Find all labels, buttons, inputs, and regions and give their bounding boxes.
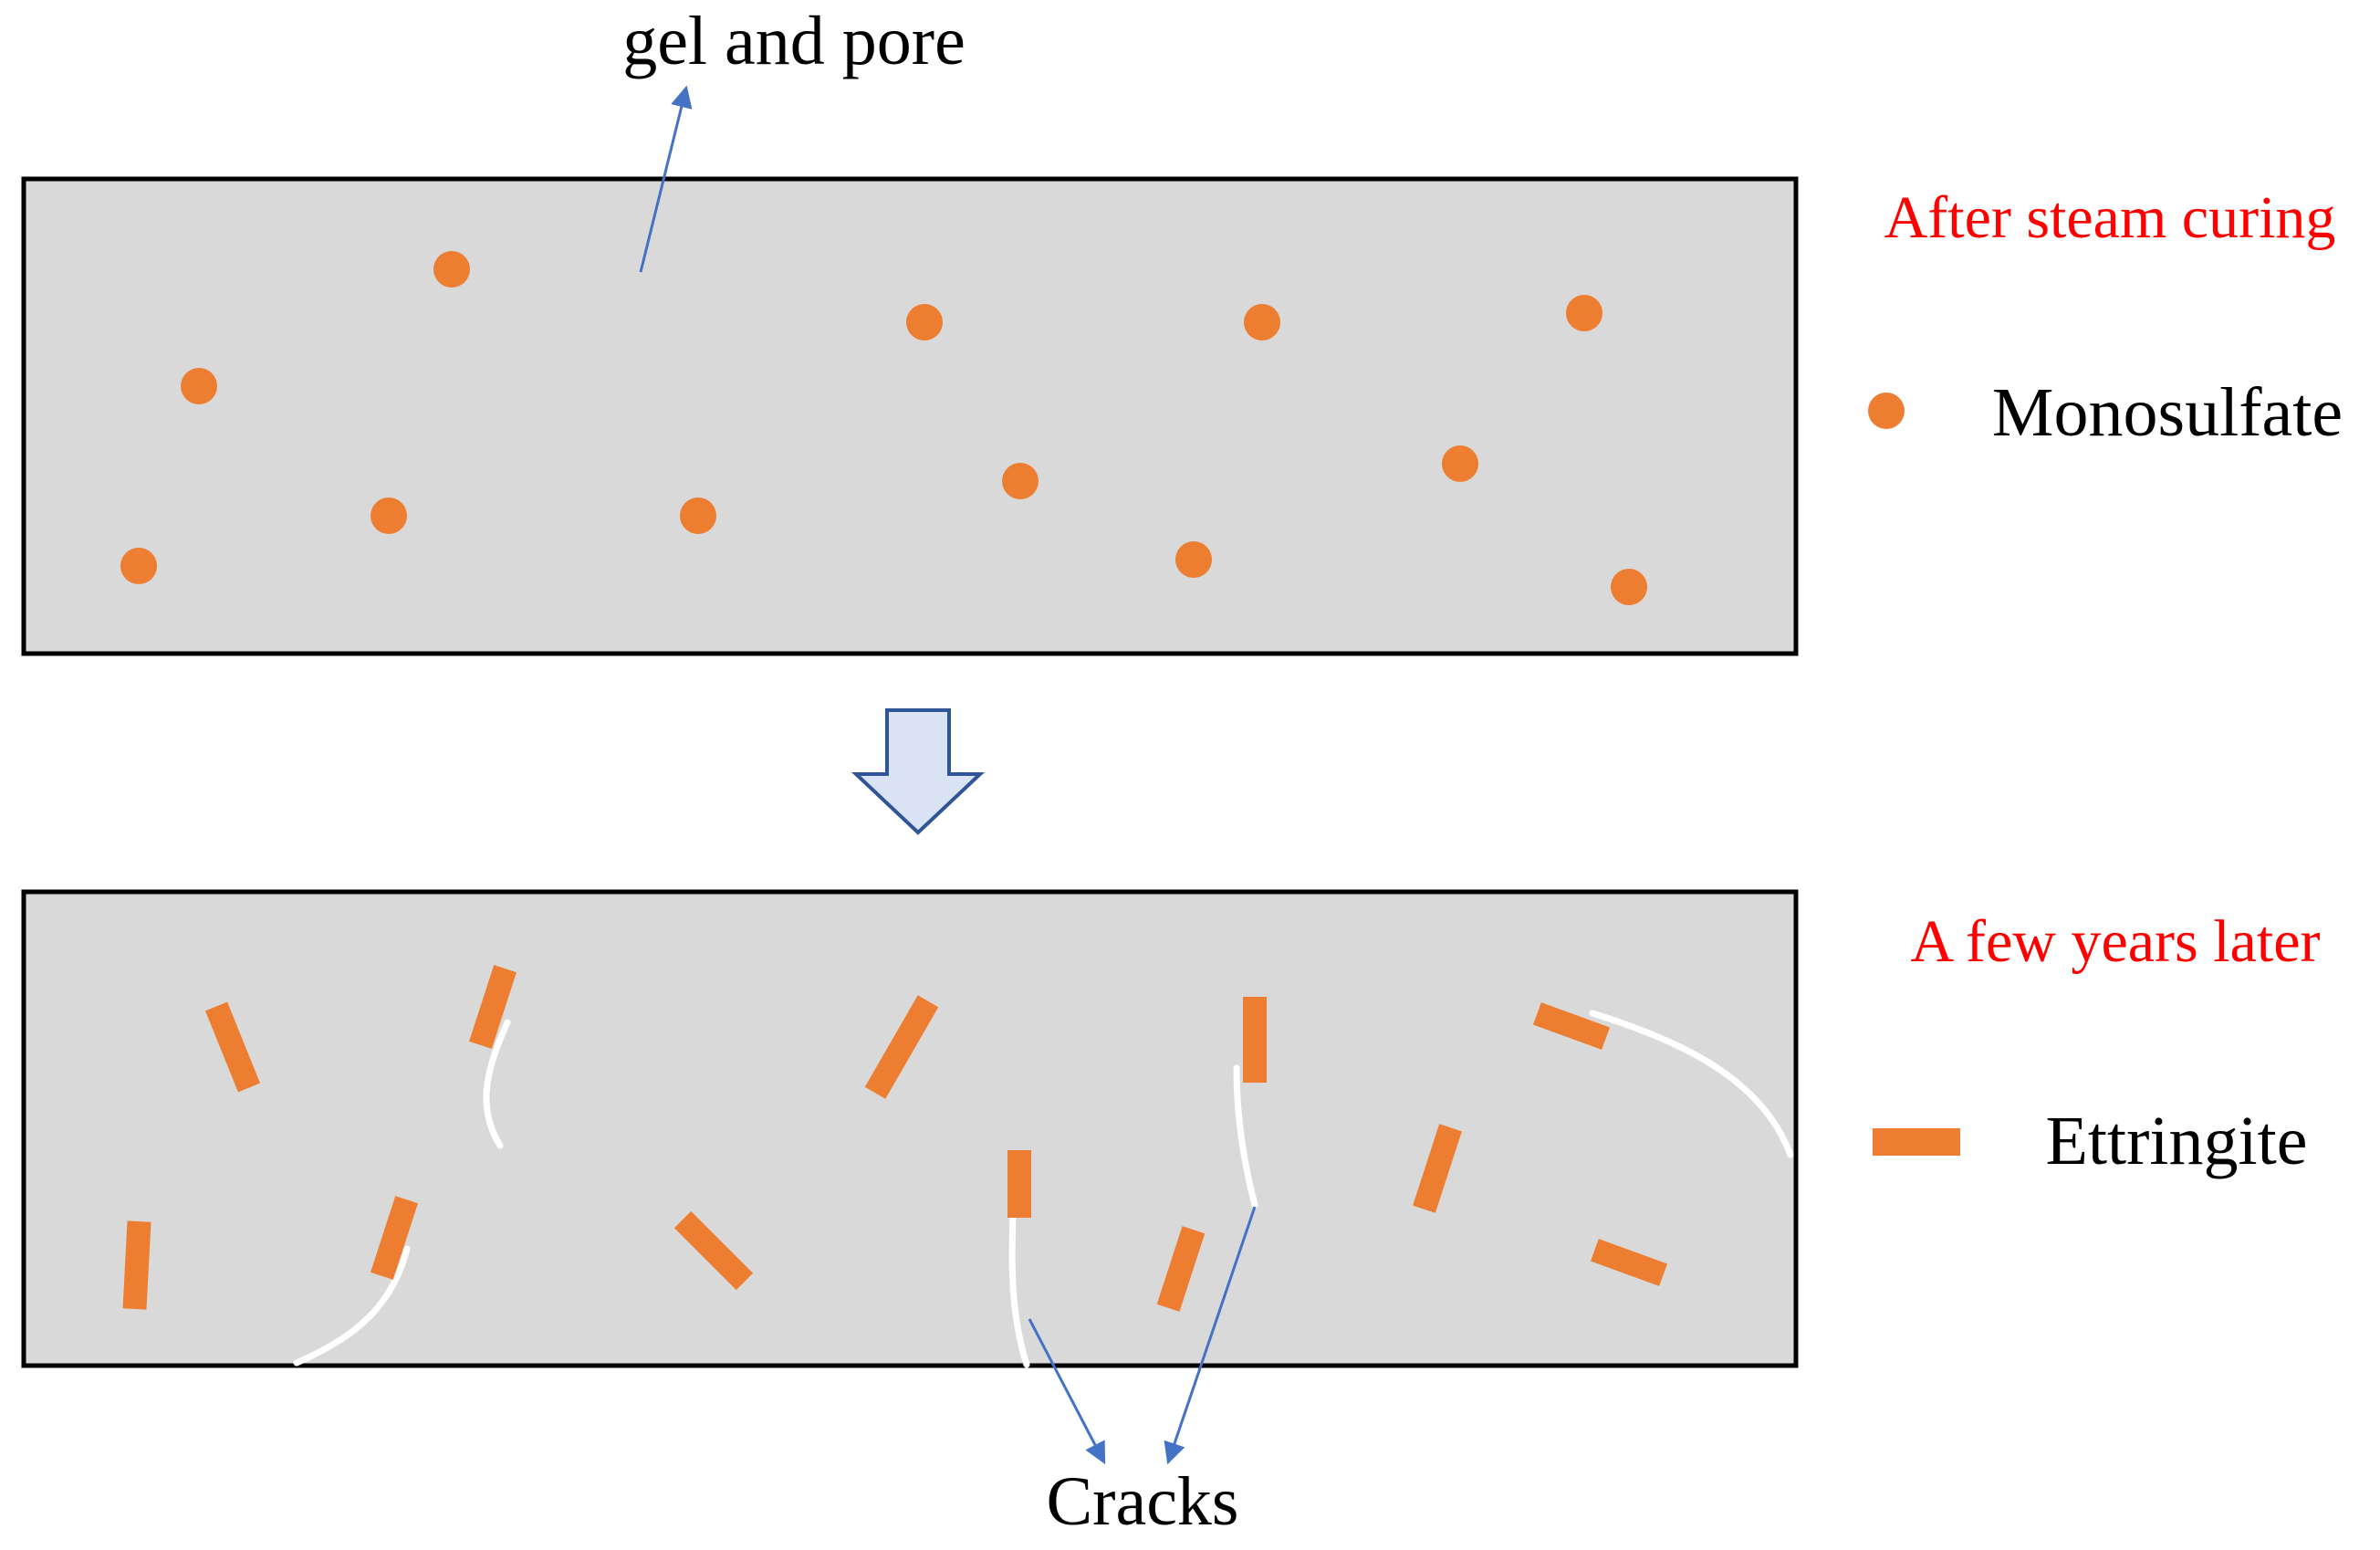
monosulfate-particle [120,548,157,584]
monosulfate-particle [680,497,716,534]
panel-after-steam-curing [21,176,1799,656]
cracks-label: Cracks [1046,1463,1238,1540]
monosulfate-particle [371,497,407,534]
ettringite-crystal [122,1220,151,1310]
ettringite-legend-icon [1873,1128,1960,1156]
panel-few-years-later [21,889,1799,1368]
monosulfate-particle [1175,541,1212,578]
crack [293,1245,411,1367]
cracks-pointer-arrow-right [1164,1206,1257,1465]
ettringite-crystal [864,995,939,1099]
ettringite-crystal [469,965,517,1049]
monosulfate-particle [1566,295,1602,331]
ettringite-crystal [1007,1150,1031,1218]
ettringite-crystal [673,1210,754,1291]
monosulfate-legend-icon [1868,393,1905,429]
monosulfate-particle [433,251,470,288]
ettringite-crystal [1243,997,1267,1083]
crack [1589,1010,1794,1158]
ettringite-crystal [371,1196,418,1280]
gel-and-pore-label: gel and pore [622,3,966,79]
ettringite-crystal [1532,1002,1611,1050]
ettringite-crystal [1413,1124,1462,1213]
stage-before-label: After steam curing [1884,184,2336,251]
ettringite-crystal [204,1001,261,1093]
monosulfate-particle [1442,445,1478,482]
ettringite-legend-label: Ettringite [2045,1103,2307,1179]
monosulfate-particle [1002,463,1039,499]
monosulfate-particle [906,304,943,340]
monosulfate-particles [120,251,1647,605]
cracks [293,1010,1794,1368]
ettringite-crystals [122,965,1668,1312]
cracks-pointer-arrow-left [1028,1318,1106,1465]
monosulfate-legend-label: Monosulfate [1992,374,2343,451]
ettringite-crystal [1156,1226,1206,1312]
stage-after-label: A few years later [1911,908,2321,975]
crack [1008,1210,1030,1368]
monosulfate-particle [181,368,217,404]
crack [1233,1064,1258,1209]
ettringite-crystal [1590,1239,1668,1286]
monosulfate-particle [1244,304,1280,340]
transition-down-arrow-icon [851,708,986,835]
monosulfate-particle [1611,569,1647,605]
gel-pore-pointer-arrow [639,85,693,273]
crack [483,1019,511,1149]
